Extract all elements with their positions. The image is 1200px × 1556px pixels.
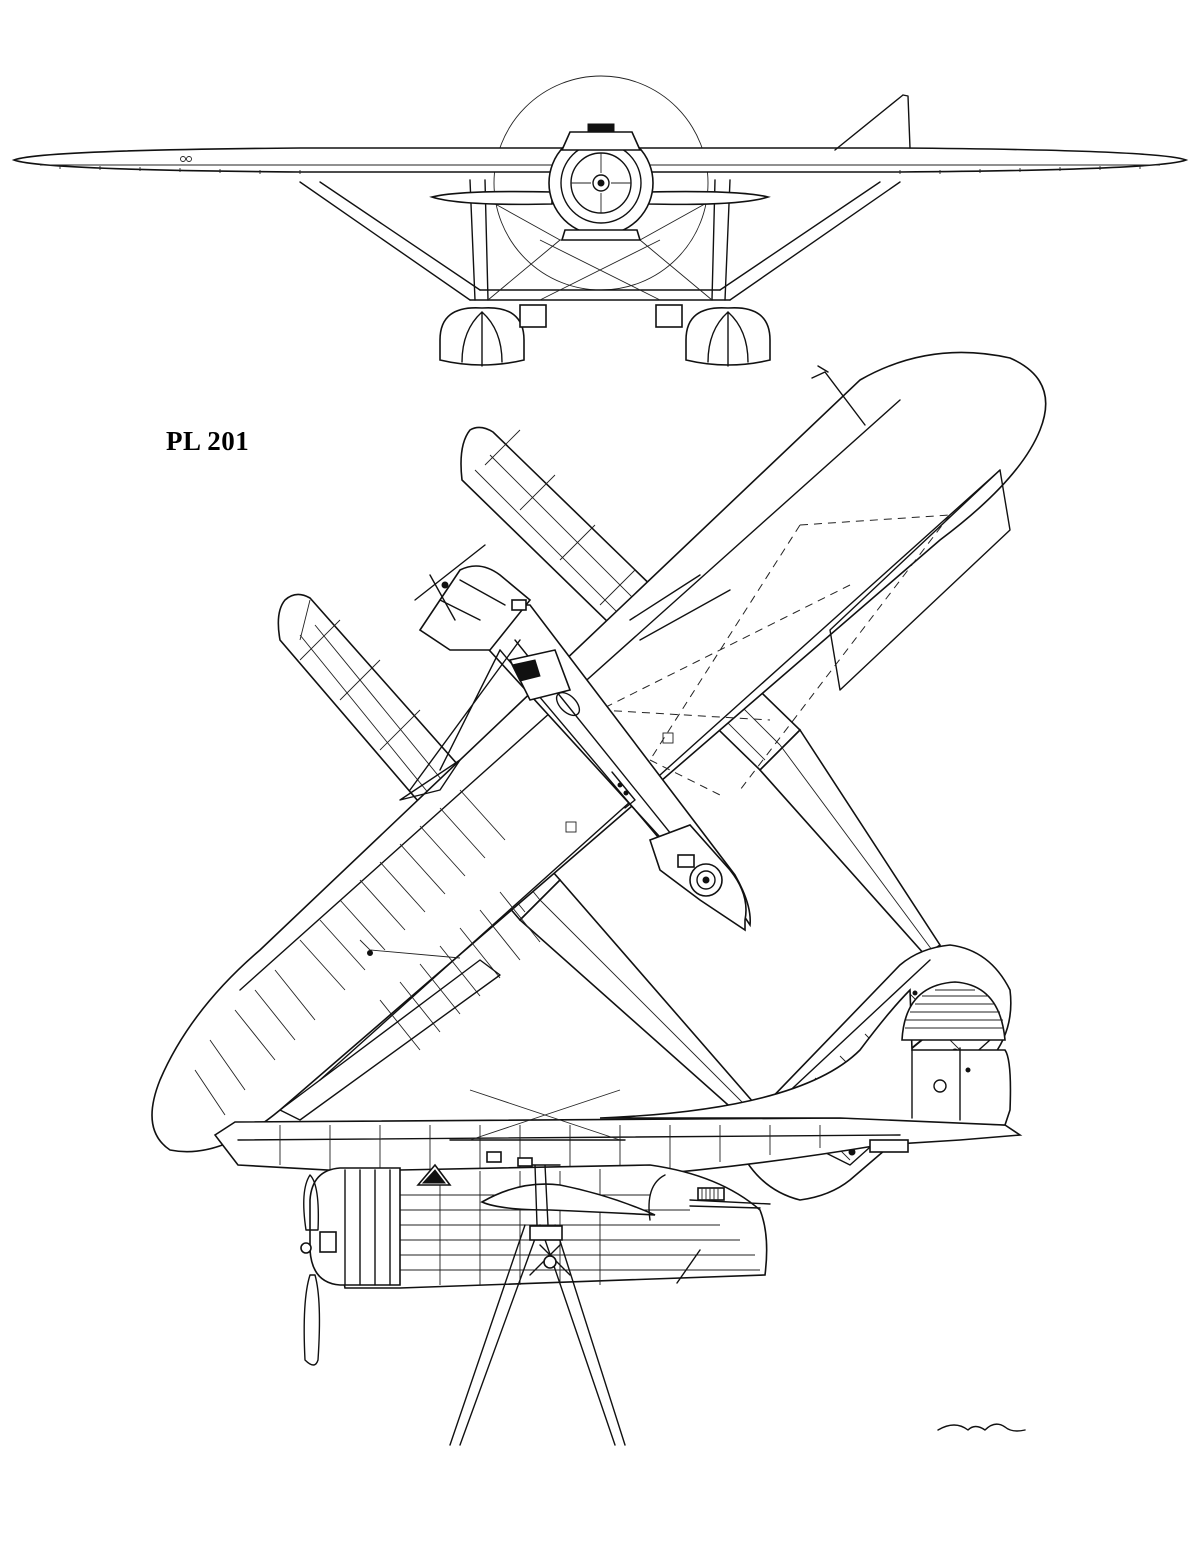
- wing-struts: [299, 181, 901, 301]
- side-machine-gun: [689, 1187, 771, 1209]
- top-fuselage: [479, 604, 752, 932]
- front-view: [11, 75, 1189, 367]
- artist-signature: [937, 1423, 1026, 1432]
- top-tail-end: [414, 544, 532, 651]
- side-engine: [309, 1167, 401, 1286]
- tail-fin-front: [834, 94, 911, 151]
- wing-rib-ticks: [59, 165, 1141, 174]
- aircraft-designation-label: PL 201: [166, 426, 250, 456]
- top-propeller: [414, 544, 486, 621]
- side-wing-section: [480, 1183, 656, 1216]
- side-propeller: [303, 1274, 321, 1366]
- side-fin: [901, 981, 1006, 1041]
- top-aileron-left: [279, 959, 501, 1121]
- top-antenna: [811, 365, 866, 426]
- top-wing-ribs: [194, 789, 541, 1116]
- side-view: [213, 981, 1026, 1446]
- side-float-struts: [449, 1224, 626, 1446]
- top-aileron-right: [829, 469, 1011, 691]
